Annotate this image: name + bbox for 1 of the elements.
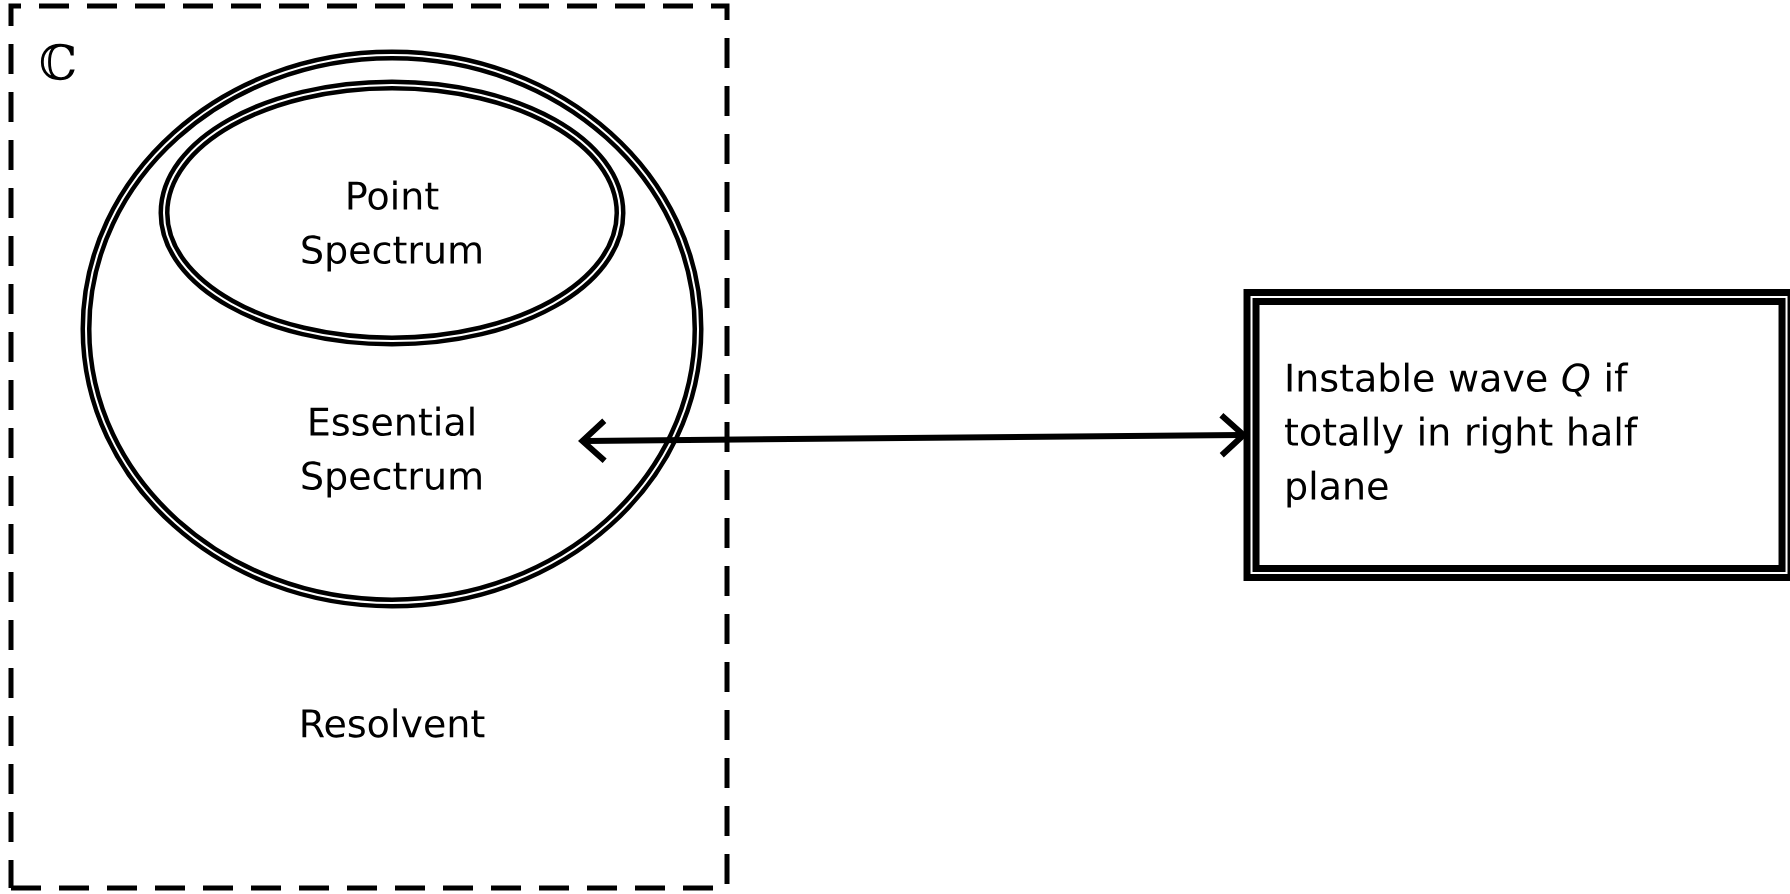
text-box: Instable wave Q if totally in right half plane xyxy=(1243,289,1790,581)
